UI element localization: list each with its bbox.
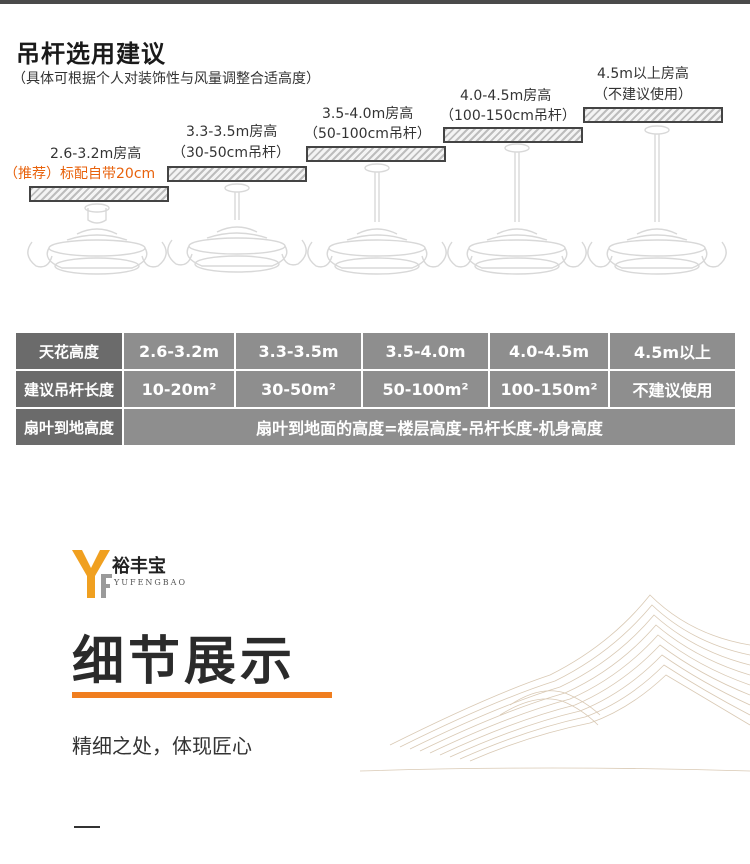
fan-1-rod-bar [29,186,169,202]
brand-logo: 裕丰宝 YUFENGBAO [72,548,222,600]
table-row-header: 扇叶到地高度 [16,409,122,445]
fan-1-label-line2: （推荐）标配自带20cm [4,166,156,182]
fan-3-rod-bar [306,146,446,162]
detail-section-subtitle: 精细之处，体现匠心 [72,734,252,758]
fan-1-label-line1: 2.6-3.2m房高 [50,146,142,162]
table-cell: 4.0-4.5m [490,333,608,369]
table-cell: 50-100m² [363,371,488,407]
detail-section-title: 细节展示 [72,632,297,692]
table-cell: 3.3-3.5m [236,333,361,369]
fan-4-label-line1: 4.0-4.5m房高 [460,88,552,104]
detail-title-underline [72,692,332,698]
fan-4-illustration [447,143,587,275]
table-cell: 2.6-3.2m [124,333,234,369]
fan-5-label-line2: （不建议使用） [594,87,692,103]
fan-4-rod-bar [443,127,583,143]
table-cell: 30-50m² [236,371,361,407]
fan-5-rod-bar [583,107,723,123]
brand-sub: YUFENGBAO [114,578,188,587]
table-row: 天花高度 2.6-3.2m 3.3-3.5m 3.5-4.0m 4.0-4.5m… [16,333,735,369]
fan-2-label-line1: 3.3-3.5m房高 [186,124,278,140]
fan-5-illustration [587,125,727,275]
fan-3-label-line1: 3.5-4.0m房高 [322,106,414,122]
fan-5-label-line1: 4.5m以上房高 [597,66,689,82]
table-cell: 3.5-4.0m [363,333,488,369]
table-span-cell: 扇叶到地面的高度=楼层高度-吊杆长度-机身高度 [124,409,735,445]
table-cell: 4.5m以上 [610,333,735,369]
spec-table: 天花高度 2.6-3.2m 3.3-3.5m 3.5-4.0m 4.0-4.5m… [16,333,735,447]
page-title: 吊杆选用建议 [16,40,166,68]
table-cell: 不建议使用 [610,371,735,407]
top-bar [0,0,750,4]
table-row-header: 天花高度 [16,333,122,369]
table-cell: 10-20m² [124,371,234,407]
section-divider-line [74,826,100,828]
table-row: 建议吊杆长度 10-20m² 30-50m² 50-100m² 100-150m… [16,371,735,407]
fan-2-illustration [167,183,307,273]
fan-3-label-line2: （50-100cm吊杆） [304,126,431,142]
page-subtitle: （具体可根据个人对装饰性与风量调整合适高度） [12,71,320,87]
table-cell: 100-150m² [490,371,608,407]
fan-1-illustration [27,203,167,275]
logo-mark-icon [72,550,112,598]
fan-2-rod-bar [167,166,307,182]
fan-4-label-line2: （100-150cm吊杆） [440,108,576,124]
table-row: 扇叶到地高度 扇叶到地面的高度=楼层高度-吊杆长度-机身高度 [16,409,735,445]
fan-3-illustration [307,163,447,275]
decorative-mountain-lines [359,594,750,772]
fan-2-label-line2: （30-50cm吊杆） [172,145,291,161]
table-row-header: 建议吊杆长度 [16,371,122,407]
brand-name: 裕丰宝 [112,556,166,577]
